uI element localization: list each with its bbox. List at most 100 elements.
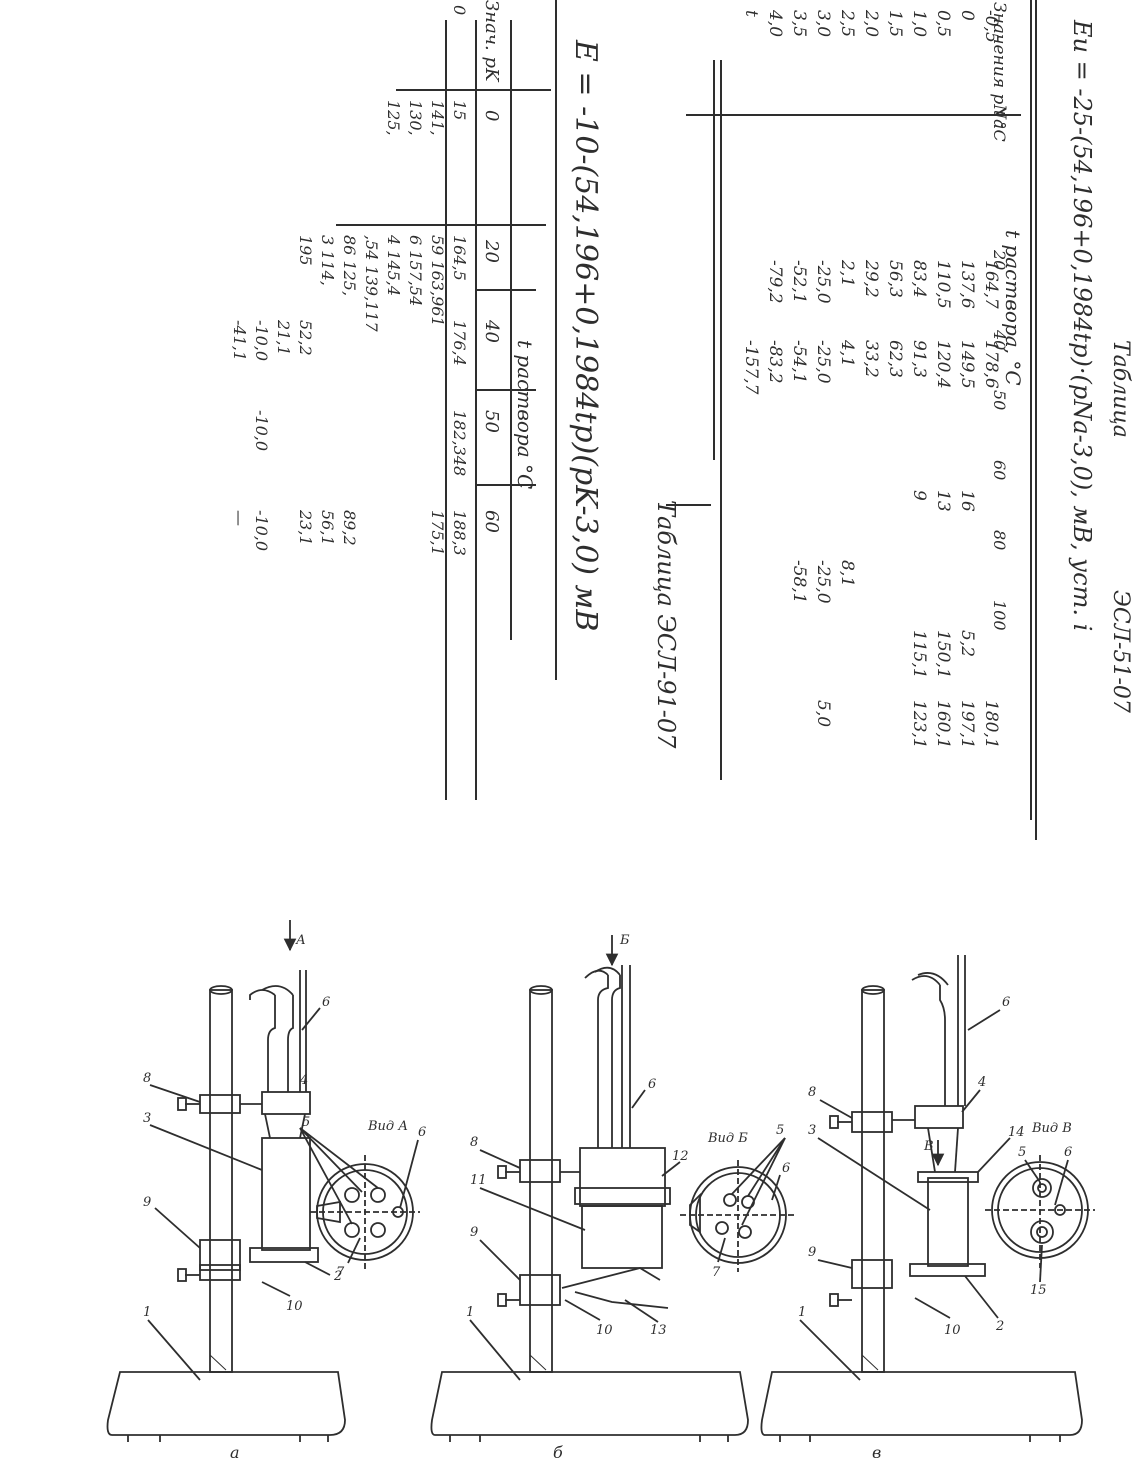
- table2-cell: ,54 139,117: [362, 235, 381, 333]
- table1-cell: -54,1: [789, 340, 809, 384]
- table1-cell: 180,1: [981, 700, 1001, 749]
- table2-cell: —: [230, 510, 249, 526]
- table1-cell: 3,0: [813, 10, 833, 37]
- table1-cell: 33,2: [861, 340, 881, 378]
- table1-header-row: t раствора, °C: [1001, 230, 1025, 386]
- num-b-6b: 6: [782, 1161, 790, 1176]
- table1-cell: 56,3: [885, 260, 905, 298]
- table1-code: ЭСЛ-51-07: [1108, 590, 1133, 713]
- num-c-6: 6: [1002, 995, 1010, 1010]
- table2-cell: 164,5: [450, 235, 469, 281]
- table1-cell: 2,1: [837, 259, 857, 287]
- handwritten-tables: Таблица ЭСЛ-51-07 Eи = -25-(54,196+0,198…: [230, 0, 1133, 840]
- table1-cell: 8,1: [837, 560, 857, 587]
- table2-cell: 0: [450, 5, 469, 15]
- table1-cell: 4,0: [765, 9, 785, 37]
- num-b-7: 7: [712, 1265, 721, 1280]
- table1-cell: -25,0: [813, 260, 833, 304]
- table1-cell: -52,1: [789, 260, 809, 304]
- table1-cell: 62,3: [885, 340, 905, 378]
- table2-col-header: 0: [481, 110, 502, 121]
- num-c-1: 1: [798, 1305, 806, 1320]
- table1-cell: 2,5: [837, 9, 857, 37]
- table1-cell: 5,0: [813, 700, 833, 727]
- num-b-5: 5: [776, 1123, 784, 1138]
- table2-cell: 86 125,: [340, 235, 359, 296]
- table2-cell: 176,4: [450, 320, 469, 366]
- num-c-5: 5: [1018, 1145, 1026, 1160]
- table2-cell: 4 145,4: [384, 234, 403, 296]
- table2-formula: E = -10-(54,196+0,1984tр)(pK-3,0) мВ: [568, 39, 603, 631]
- table1-cell: 149,5: [957, 340, 977, 389]
- figure-labels: а б в Вид А А Вид Б Б Вид В В 1 2 3 4 5 …: [143, 933, 1072, 1462]
- table1-cell: -25,0: [813, 340, 833, 384]
- table1-cell: 123,1: [909, 700, 929, 749]
- sublabel-c: в: [872, 1443, 881, 1460]
- figure-area: [106, 920, 1095, 1442]
- table1-cell: 1,5: [885, 10, 905, 37]
- table1-cell: -79,2: [765, 260, 785, 304]
- num-c-4: 4: [977, 1075, 986, 1090]
- table1-formula: Eи = -25-(54,196+0,1984tр)·(pNa-3,0), мВ…: [1068, 19, 1096, 631]
- table1-cell: 164,7: [981, 260, 1001, 309]
- table1-cell: 137,6: [957, 260, 977, 309]
- table1-cell: 29,2: [861, 259, 881, 298]
- num-a-6b: 6: [418, 1125, 426, 1140]
- table1-col-header: 20: [990, 249, 1009, 270]
- table1-col-header: Значения pNa: [989, 2, 1009, 129]
- table1-cell: 0,5: [933, 10, 953, 37]
- num-b-6: 6: [648, 1077, 656, 1092]
- num-c-2: 2: [995, 1319, 1004, 1334]
- table2: Таблица ЭСЛ-91-07 E = -10-(54,196+0,1984…: [230, 0, 680, 800]
- table2-cell: 195: [296, 235, 315, 266]
- table1-cell: 9: [909, 490, 929, 501]
- table2-cell: 23,1: [296, 509, 315, 546]
- num-c-3: 3: [808, 1123, 816, 1138]
- table1-cell: -0,5: [981, 10, 1001, 43]
- table1-cell: 3,5: [789, 10, 809, 37]
- table1-cell: 178,6: [981, 340, 1001, 389]
- table2-cell: 59 163,961: [428, 235, 447, 327]
- num-b-9: 9: [470, 1225, 478, 1240]
- table2-cell: -41,1: [230, 320, 249, 361]
- table2-cell: 6 157,54: [406, 235, 425, 306]
- table1-col-header: 40: [990, 329, 1009, 350]
- table2-cell: -10,0: [252, 410, 271, 451]
- table1-cell: 83,4: [909, 260, 929, 298]
- table2-cell: 21,1: [274, 319, 293, 356]
- num-b-11: 11: [470, 1173, 487, 1188]
- table2-cell: -10,0: [252, 320, 271, 361]
- arrow-label-b: Б: [619, 933, 630, 948]
- table2-cell: 15: [450, 100, 469, 120]
- num-c-14: 14: [1008, 1125, 1025, 1140]
- table1-col-header: 100: [990, 600, 1009, 631]
- num-c-15: 15: [1030, 1283, 1047, 1298]
- num-a-3: 3: [143, 1111, 151, 1126]
- table1-col-header: t °C: [990, 110, 1009, 142]
- num-a-8: 8: [143, 1071, 151, 1086]
- num-b-8: 8: [470, 1135, 478, 1150]
- num-a-10: 10: [286, 1299, 303, 1314]
- arrow-label-a: А: [295, 933, 306, 948]
- table2-cell: 141,: [428, 100, 447, 136]
- num-b-12: 12: [672, 1149, 689, 1164]
- table2-col-header: 60: [481, 510, 502, 533]
- table2-cell: 175,1: [428, 510, 447, 556]
- table2-cell: 125,: [384, 100, 403, 136]
- table1-body: -0,5164,7178,6180,10137,6149,5165,2197,1…: [741, 9, 1001, 749]
- num-b-13: 13: [650, 1323, 667, 1338]
- table1-cell: 5,2: [957, 630, 977, 657]
- table2-cell: 3 114,: [318, 235, 337, 286]
- table1-cell: 110,5: [933, 260, 953, 309]
- table1-cell: 13: [933, 490, 953, 512]
- table1-cell: -25,0: [813, 560, 833, 604]
- table2-col-header: 20: [481, 239, 502, 263]
- table1-cell: 160,1: [933, 700, 953, 749]
- table2-cell: -10,0: [252, 510, 271, 551]
- table1-cell: 0: [957, 10, 977, 21]
- num-c-10: 10: [944, 1323, 961, 1338]
